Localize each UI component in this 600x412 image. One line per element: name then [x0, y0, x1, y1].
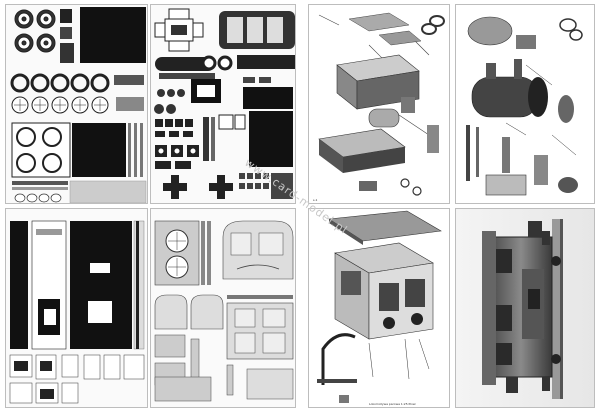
- assembly-caption: Lokomotywa parowa 1:25 Pixel: [369, 402, 416, 406]
- assembly-sheet-7: Lokomotywa parowa 1:25 Pixel: [308, 208, 450, 408]
- assembly-sheet-4-drawing: [466, 16, 583, 196]
- model-photo-image: [456, 209, 594, 407]
- parts-sheet-6-drawing: [154, 220, 294, 402]
- assembly-sheet-7-drawing: Lokomotywa parowa 1:25 Pixel: [317, 210, 442, 406]
- parts-sheet-6: [150, 208, 296, 408]
- assembly-sheet-3-drawing: s.1: [313, 12, 445, 202]
- parts-sheet-2: [150, 4, 296, 204]
- parts-sheet-2-drawing: [154, 8, 295, 199]
- assembly-sheet-4: [455, 4, 595, 204]
- parts-sheet-5-drawing: [9, 220, 145, 404]
- assembly-sheet-3: s.1: [308, 4, 450, 204]
- parts-sheet-5: [5, 208, 148, 408]
- svg-text:s.1: s.1: [313, 198, 318, 202]
- parts-sheet-1: [5, 4, 148, 204]
- model-photo: [455, 208, 595, 408]
- parts-sheet-1-drawing: [10, 7, 147, 203]
